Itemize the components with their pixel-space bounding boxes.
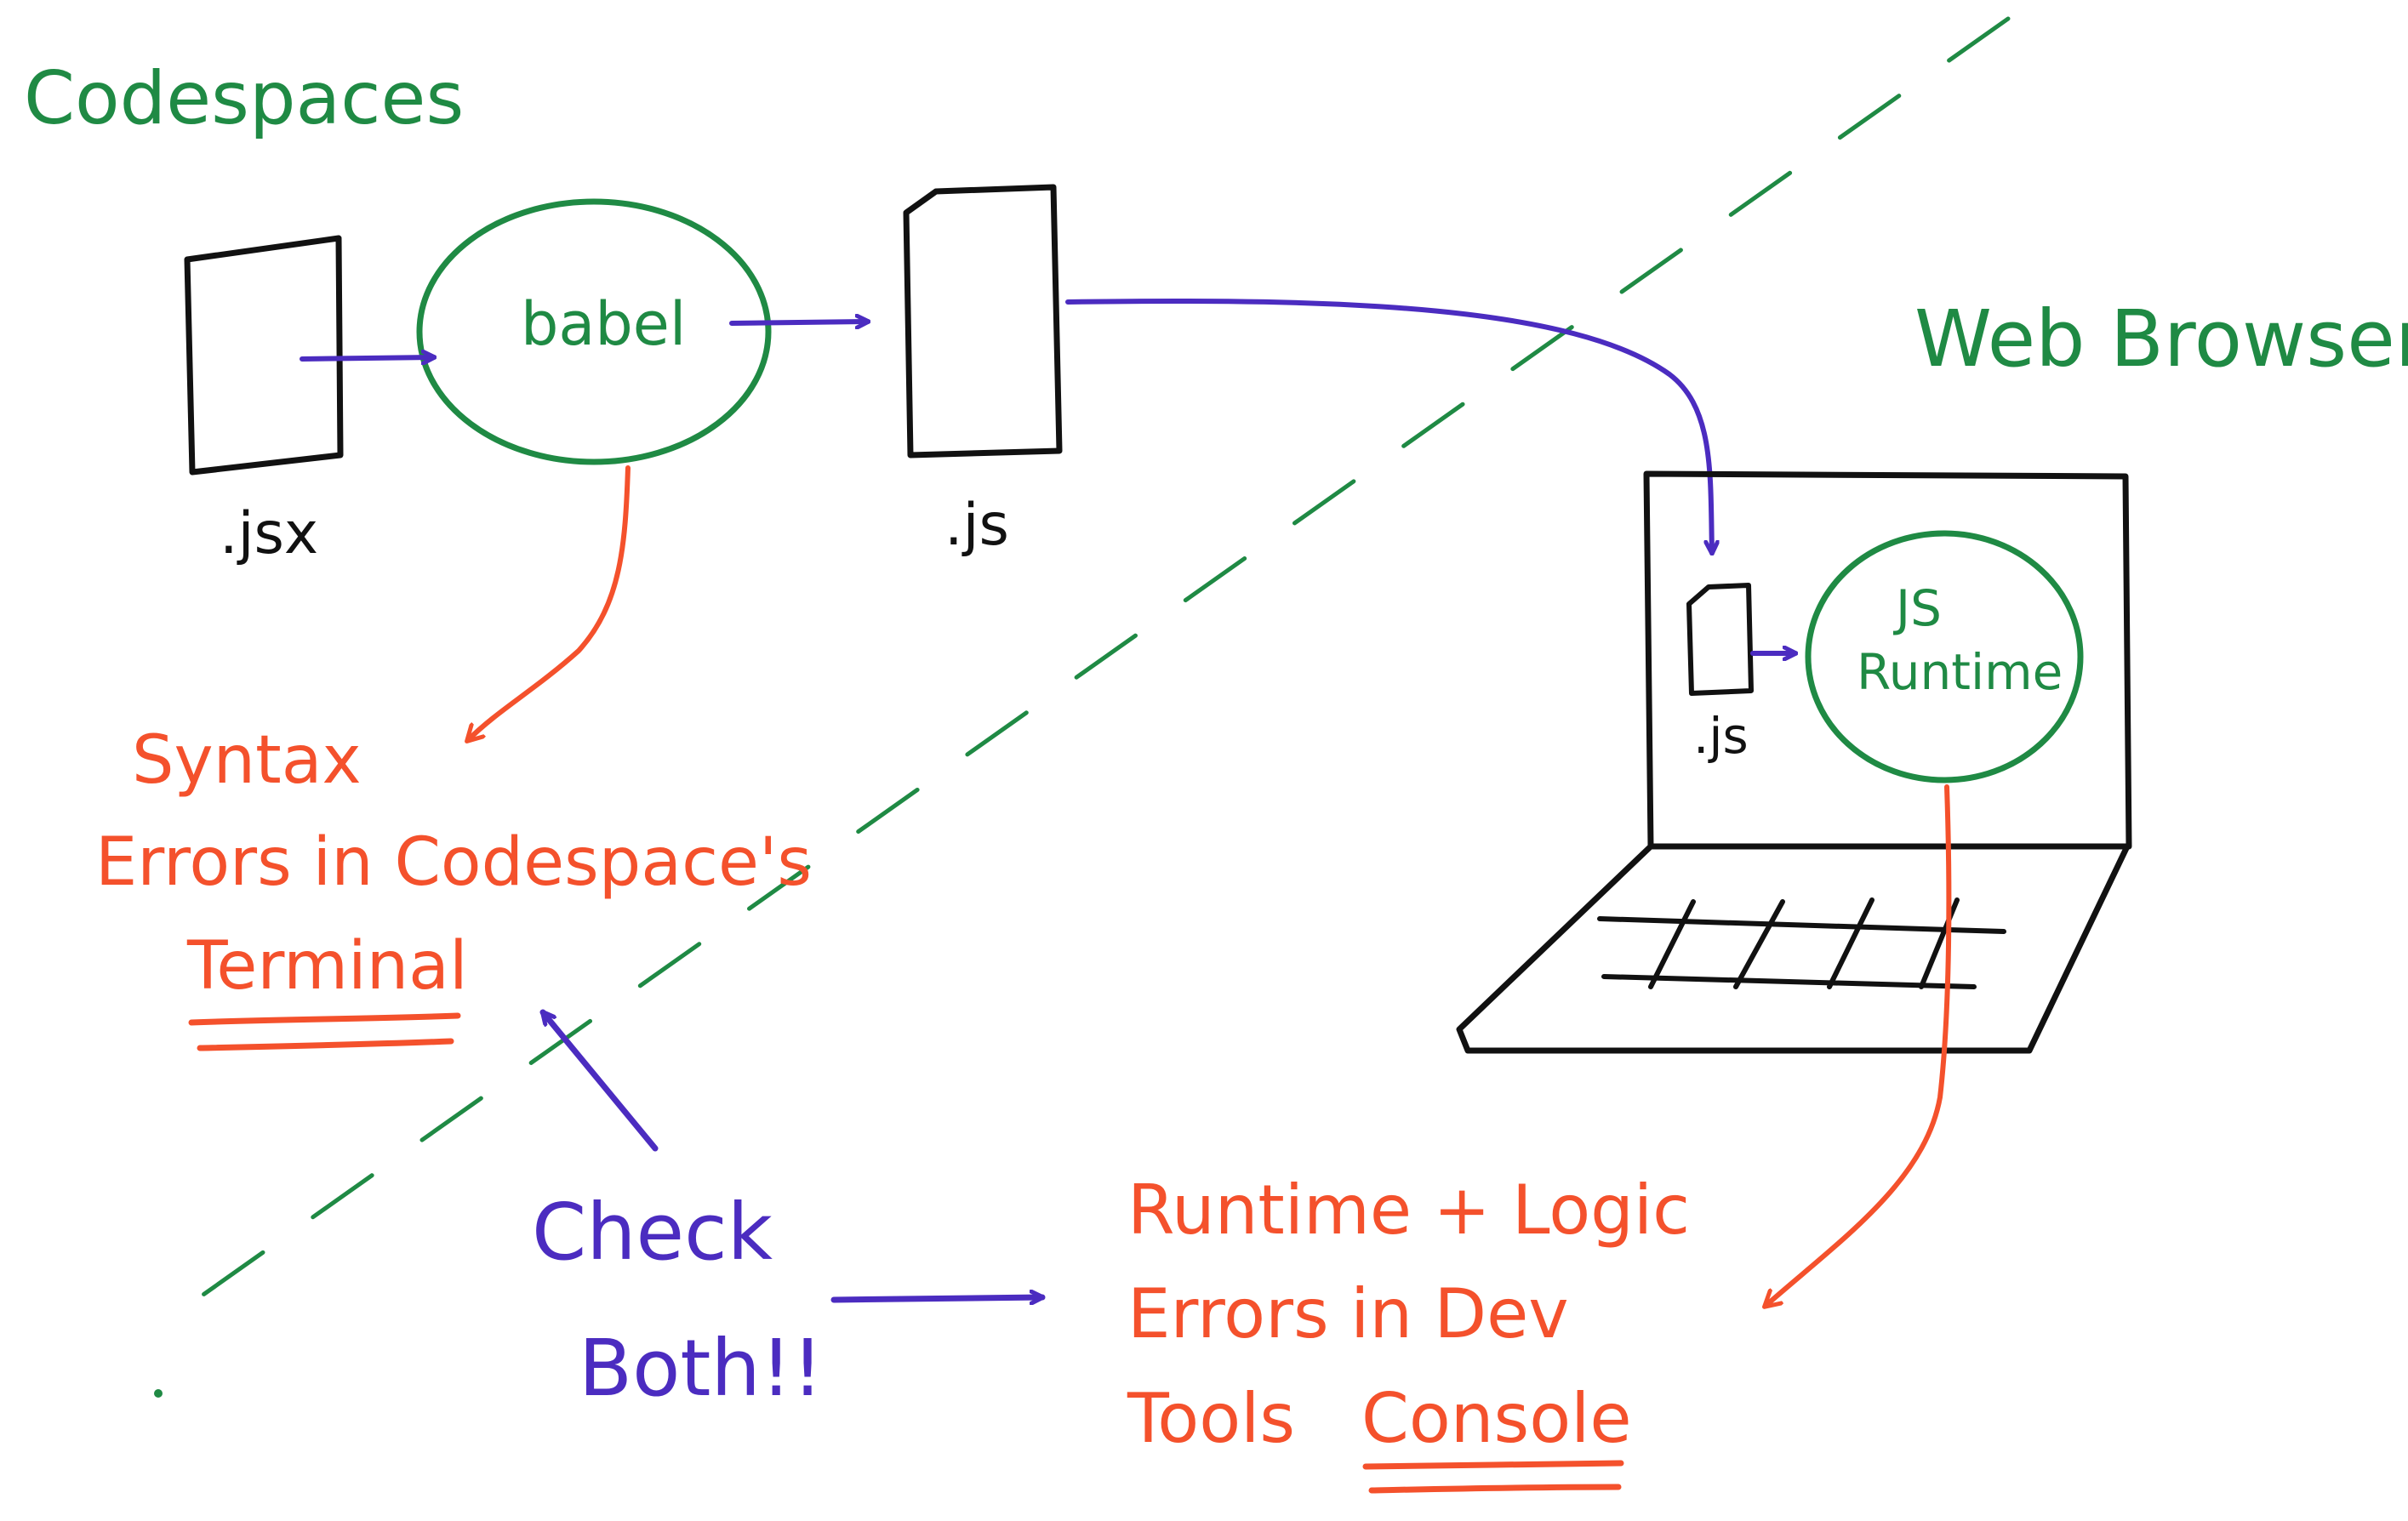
babel-node	[416, 198, 772, 465]
laptop-key-divider-4	[1919, 897, 1960, 989]
decorative-dot	[154, 1389, 163, 1398]
babel-to-syntax-arrow	[468, 465, 631, 740]
terminal-underline-1	[188, 1012, 461, 1026]
syntax-note-line-1: Syntax	[132, 722, 362, 799]
runtime-note-line-2: Errors in Dev	[1127, 1274, 1569, 1353]
laptop-key-divider-1	[1648, 899, 1696, 989]
browser-js-file-icon	[1686, 583, 1754, 696]
js-runtime-label-line-2: Runtime	[1857, 643, 2063, 701]
js-runtime-label-line-1: JS	[1893, 579, 1942, 637]
web-browser-label: Web Browser	[1914, 293, 2408, 385]
laptop-key-divider-3	[1827, 897, 1874, 989]
check-to-runtime-arrow	[830, 1297, 1046, 1300]
jsx-to-babel-arrow	[300, 357, 434, 359]
laptop-keyboard-base	[1456, 843, 2131, 1054]
runtime-note-line-1: Runtime + Logic	[1127, 1171, 1690, 1250]
babel-to-js-arrow	[729, 322, 868, 323]
laptop-key-divider-2	[1733, 899, 1785, 989]
laptop-key-row-2	[1601, 974, 1977, 989]
check-to-syntax-arrow	[539, 1009, 659, 1152]
check-note-line-1: Check	[532, 1187, 773, 1278]
js-to-browser-arrow	[1065, 298, 1712, 553]
region-divider	[155, 16, 2011, 1330]
codespaces-label: Codespaces	[24, 56, 464, 141]
jsx-file-icon	[184, 235, 344, 476]
laptop-key-row-1	[1597, 916, 2006, 934]
js-runtime-node	[1805, 530, 2084, 783]
console-underline-2	[1368, 1484, 1622, 1494]
console-underline-1	[1362, 1460, 1624, 1470]
jsx-file-label: .jsx	[220, 500, 318, 567]
syntax-note-line-3: Terminal	[186, 928, 468, 1005]
compiled-js-file-label: .js	[944, 492, 1009, 559]
check-note-line-2: Both!!	[579, 1323, 824, 1414]
syntax-note-line-2: Errors in Codespace's	[95, 824, 812, 901]
runtime-note-line-3-part-1: Tools	[1127, 1379, 1295, 1458]
runtime-to-console-arrow	[1766, 784, 1952, 1306]
compiled-js-file-icon	[903, 184, 1063, 459]
terminal-underline-2	[197, 1038, 454, 1051]
runtime-note-line-3-part-2: Console	[1361, 1379, 1632, 1458]
browser-js-file-label: .js	[1693, 707, 1749, 765]
babel-label: babel	[521, 289, 686, 359]
